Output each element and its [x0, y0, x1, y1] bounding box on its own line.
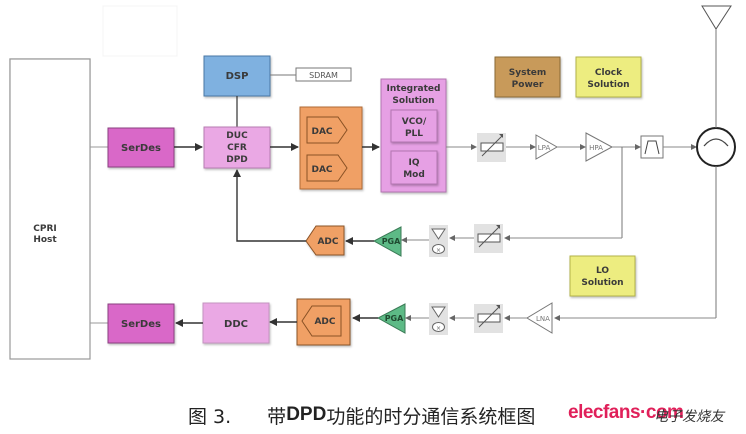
dac-2-label: DAC: [311, 165, 332, 175]
vco-label: VCO/: [402, 117, 427, 127]
mod-label: Mod: [403, 170, 425, 180]
caption-suffix: 功能的时分通信系统框图: [326, 405, 536, 428]
rx-adc-shape: [301, 305, 342, 337]
figure-number: 图 3.: [188, 405, 232, 428]
rx-pga-label: PGA: [385, 314, 404, 323]
rx-mixer-icon: ×: [429, 303, 448, 335]
system-power-block: [494, 56, 561, 98]
rx-pga-amplifier: PGA: [376, 303, 406, 334]
caption-prefix: 带: [267, 405, 287, 428]
faint-artifact: [102, 5, 178, 57]
system-power-label-2: Power: [512, 80, 544, 90]
dac-1-shape: [306, 116, 348, 144]
duc-label: DUC: [226, 131, 248, 141]
svg-text:×: ×: [436, 325, 441, 332]
ddc-block: [202, 302, 270, 344]
figure-caption: 图 3. 带 DPD 功能的时分通信系统框图: [188, 400, 535, 430]
watermark-site: elecfans·com: [568, 402, 684, 423]
dpd-label: DPD: [226, 155, 248, 165]
fb-variable-attenuator-icon: [474, 224, 503, 253]
fb-adc-label: ADC: [317, 237, 338, 247]
cpri-host-label-2: Host: [33, 235, 57, 245]
caption-dpd: DPD: [286, 404, 327, 425]
ddc-label: DDC: [224, 319, 248, 330]
hpa-amplifier: HPA: [585, 132, 614, 162]
fb-pga-label: PGA: [382, 237, 401, 246]
bandpass-filter-icon: [640, 135, 664, 159]
lo-solution-block: [569, 255, 636, 297]
fb-pga-amplifier: PGA: [372, 226, 402, 257]
lo-label-2: Solution: [581, 278, 623, 288]
serdes-rx-label: SerDes: [121, 319, 161, 330]
iq-label: IQ: [409, 158, 420, 168]
cpri-host-label-1: CPRI: [33, 224, 56, 234]
rx-adc-label: ADC: [314, 317, 335, 327]
watermark-cn: 电子发烧友: [654, 409, 724, 425]
iq-mod-block: [390, 150, 438, 185]
clock-label-2: Solution: [587, 80, 629, 90]
variable-attenuator-icon: [477, 133, 506, 162]
fb-mixer-icon: ×: [429, 225, 448, 257]
integrated-label-2: Solution: [392, 96, 434, 106]
lpa-label: LPA: [538, 144, 551, 152]
lna-amplifier: LNA: [526, 302, 553, 334]
system-power-label-1: System: [509, 68, 547, 78]
cfr-label: CFR: [227, 143, 247, 153]
hpa-label: HPA: [589, 144, 603, 152]
lna-label: LNA: [536, 315, 550, 323]
svg-text:×: ×: [436, 247, 441, 254]
circulator-icon: [696, 127, 736, 167]
serdes-tx-block: [107, 127, 175, 168]
vco-pll-block: [390, 109, 438, 143]
clock-label-1: Clock: [595, 68, 623, 78]
lo-label-1: LO: [596, 266, 609, 276]
dac-1-label: DAC: [311, 127, 332, 137]
clock-solution-block: [575, 56, 642, 98]
sdram-block: [295, 67, 352, 82]
fb-adc-block: [305, 225, 345, 256]
pll-label: PLL: [405, 129, 423, 139]
lpa-amplifier: LPA: [535, 134, 559, 160]
dsp-label: DSP: [226, 71, 249, 82]
dac-2-shape: [306, 154, 348, 182]
antenna-icon: [701, 5, 732, 128]
serdes-rx-block: [107, 303, 175, 344]
arrow-fb-adc-dpd: [233, 169, 306, 242]
sdram-label: SDRAM: [309, 71, 338, 80]
dsp-block: [203, 55, 271, 97]
cpri-host-block: CPRI Host: [9, 58, 91, 360]
integrated-label-1: Integrated: [387, 84, 441, 94]
serdes-tx-label: SerDes: [121, 143, 161, 154]
rx-variable-attenuator-icon: [474, 304, 503, 333]
